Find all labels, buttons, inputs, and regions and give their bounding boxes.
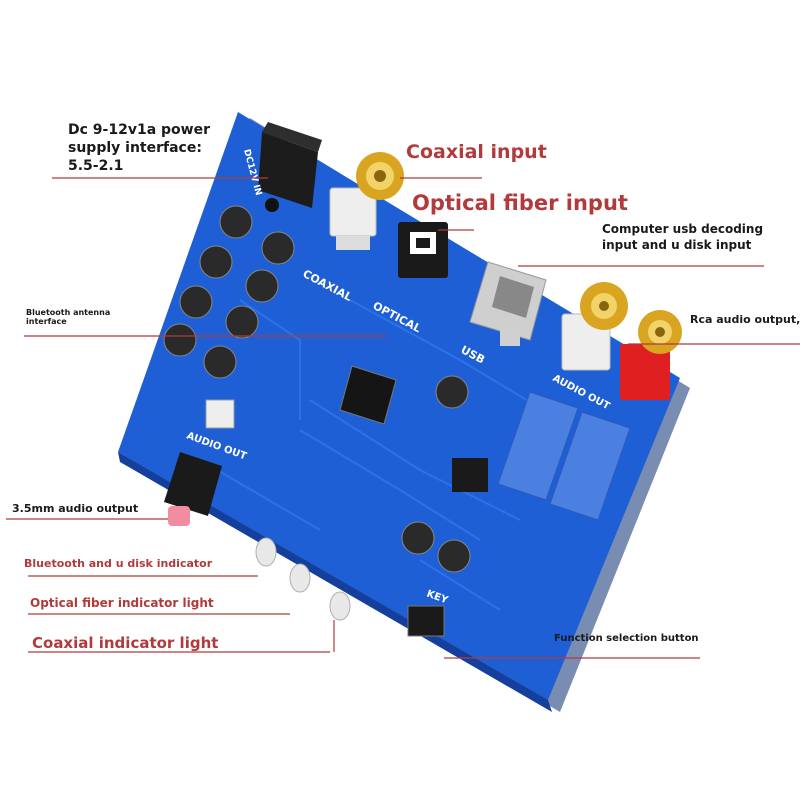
callout-optical-input: Optical fiber input: [412, 191, 628, 215]
callout-usb-line-1: Computer usb decoding: [602, 222, 764, 236]
usb-port: [469, 261, 547, 346]
audio-jack-3-5mm: [164, 452, 222, 526]
callout-optical-indicator: Optical fiber indicator light: [30, 596, 214, 610]
pcb-board-edge: [118, 452, 552, 712]
callout-rca-output: Rca audio output,: [690, 313, 800, 326]
callout-coaxial-indicator: Coaxial indicator light: [32, 634, 219, 652]
callout-coaxial-input: Coaxial input: [406, 141, 547, 163]
pcb-traces: [199, 299, 561, 611]
rca-output-white: [561, 282, 628, 371]
callout-power-line-1: Dc 9-12v1a power: [68, 122, 210, 138]
electrolytic-capacitors: [163, 205, 471, 573]
pcb-board: [118, 112, 680, 700]
leader-lines: [6, 177, 800, 659]
voltage-regulator: [452, 458, 488, 492]
callout-function-button: Function selection button: [554, 633, 699, 644]
callout-bt-antenna-line-1: Bluetooth antenna: [26, 308, 111, 317]
optical-toslink-port: [398, 222, 448, 278]
callout-power-line-3: 5.5-2.1: [68, 158, 124, 174]
function-key-button: [407, 605, 445, 637]
coaxial-rca-jack: [329, 152, 404, 250]
callout-bt-antenna-line-2: interface: [26, 317, 67, 326]
rca-output-red: [620, 310, 682, 400]
power-switch: [205, 399, 235, 429]
callout-power-line-2: supply interface:: [68, 140, 202, 156]
callout-jack-output: 3.5mm audio output: [12, 502, 139, 515]
decoder-chip: [339, 365, 397, 425]
indicator-leds: [255, 537, 351, 621]
dc-power-jack: [258, 122, 322, 212]
film-capacitors: [497, 391, 631, 521]
callout-usb-line-2: input and u disk input: [602, 238, 752, 252]
callout-bt-indicator: Bluetooth and u disk indicator: [24, 557, 213, 570]
